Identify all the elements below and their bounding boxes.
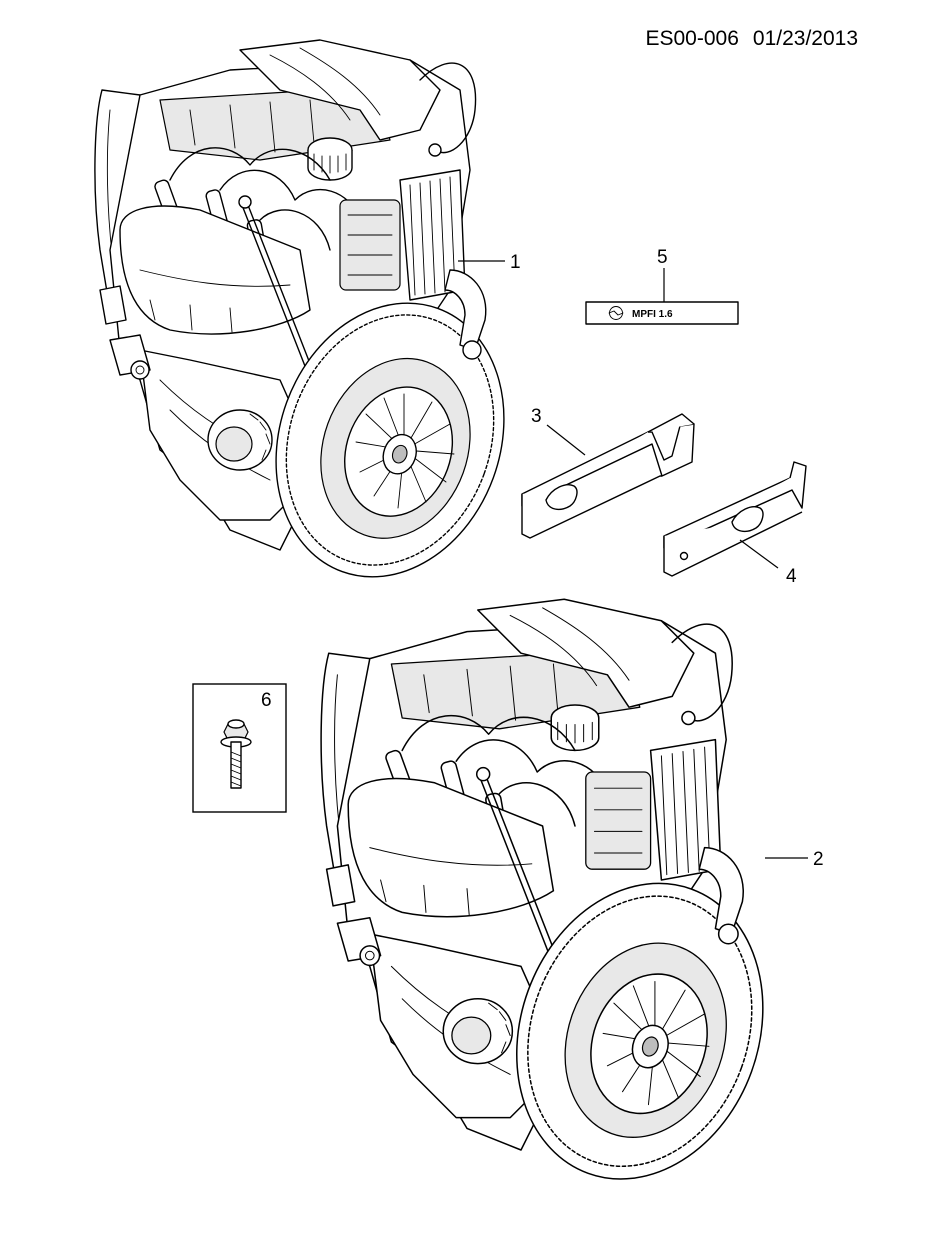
engine-assembly-1 xyxy=(94,39,542,610)
callout-6: 6 xyxy=(261,690,272,711)
document-date: 01/23/2013 xyxy=(753,27,858,50)
callout-3: 3 xyxy=(531,406,542,427)
callout-1: 1 xyxy=(510,252,521,273)
leader-line-3 xyxy=(546,424,586,456)
callout-5: 5 xyxy=(657,247,668,268)
mpfi-badge: MPFI 1.6 xyxy=(585,301,739,325)
bracket-3 xyxy=(521,413,695,539)
bolt-6-frame xyxy=(192,683,287,813)
callout-2: 2 xyxy=(813,849,824,870)
document-code: ES00-006 xyxy=(645,27,738,50)
header-label: ES00-006 01/23/2013 xyxy=(645,27,858,50)
opel-logo-icon xyxy=(608,306,624,320)
leader-line-4 xyxy=(739,539,779,569)
bolt-6 xyxy=(220,719,252,789)
badge-text: MPFI 1.6 xyxy=(632,309,673,320)
engine-assembly-2 xyxy=(320,598,804,1215)
bracket-4 xyxy=(663,461,807,577)
callout-4: 4 xyxy=(786,566,797,587)
